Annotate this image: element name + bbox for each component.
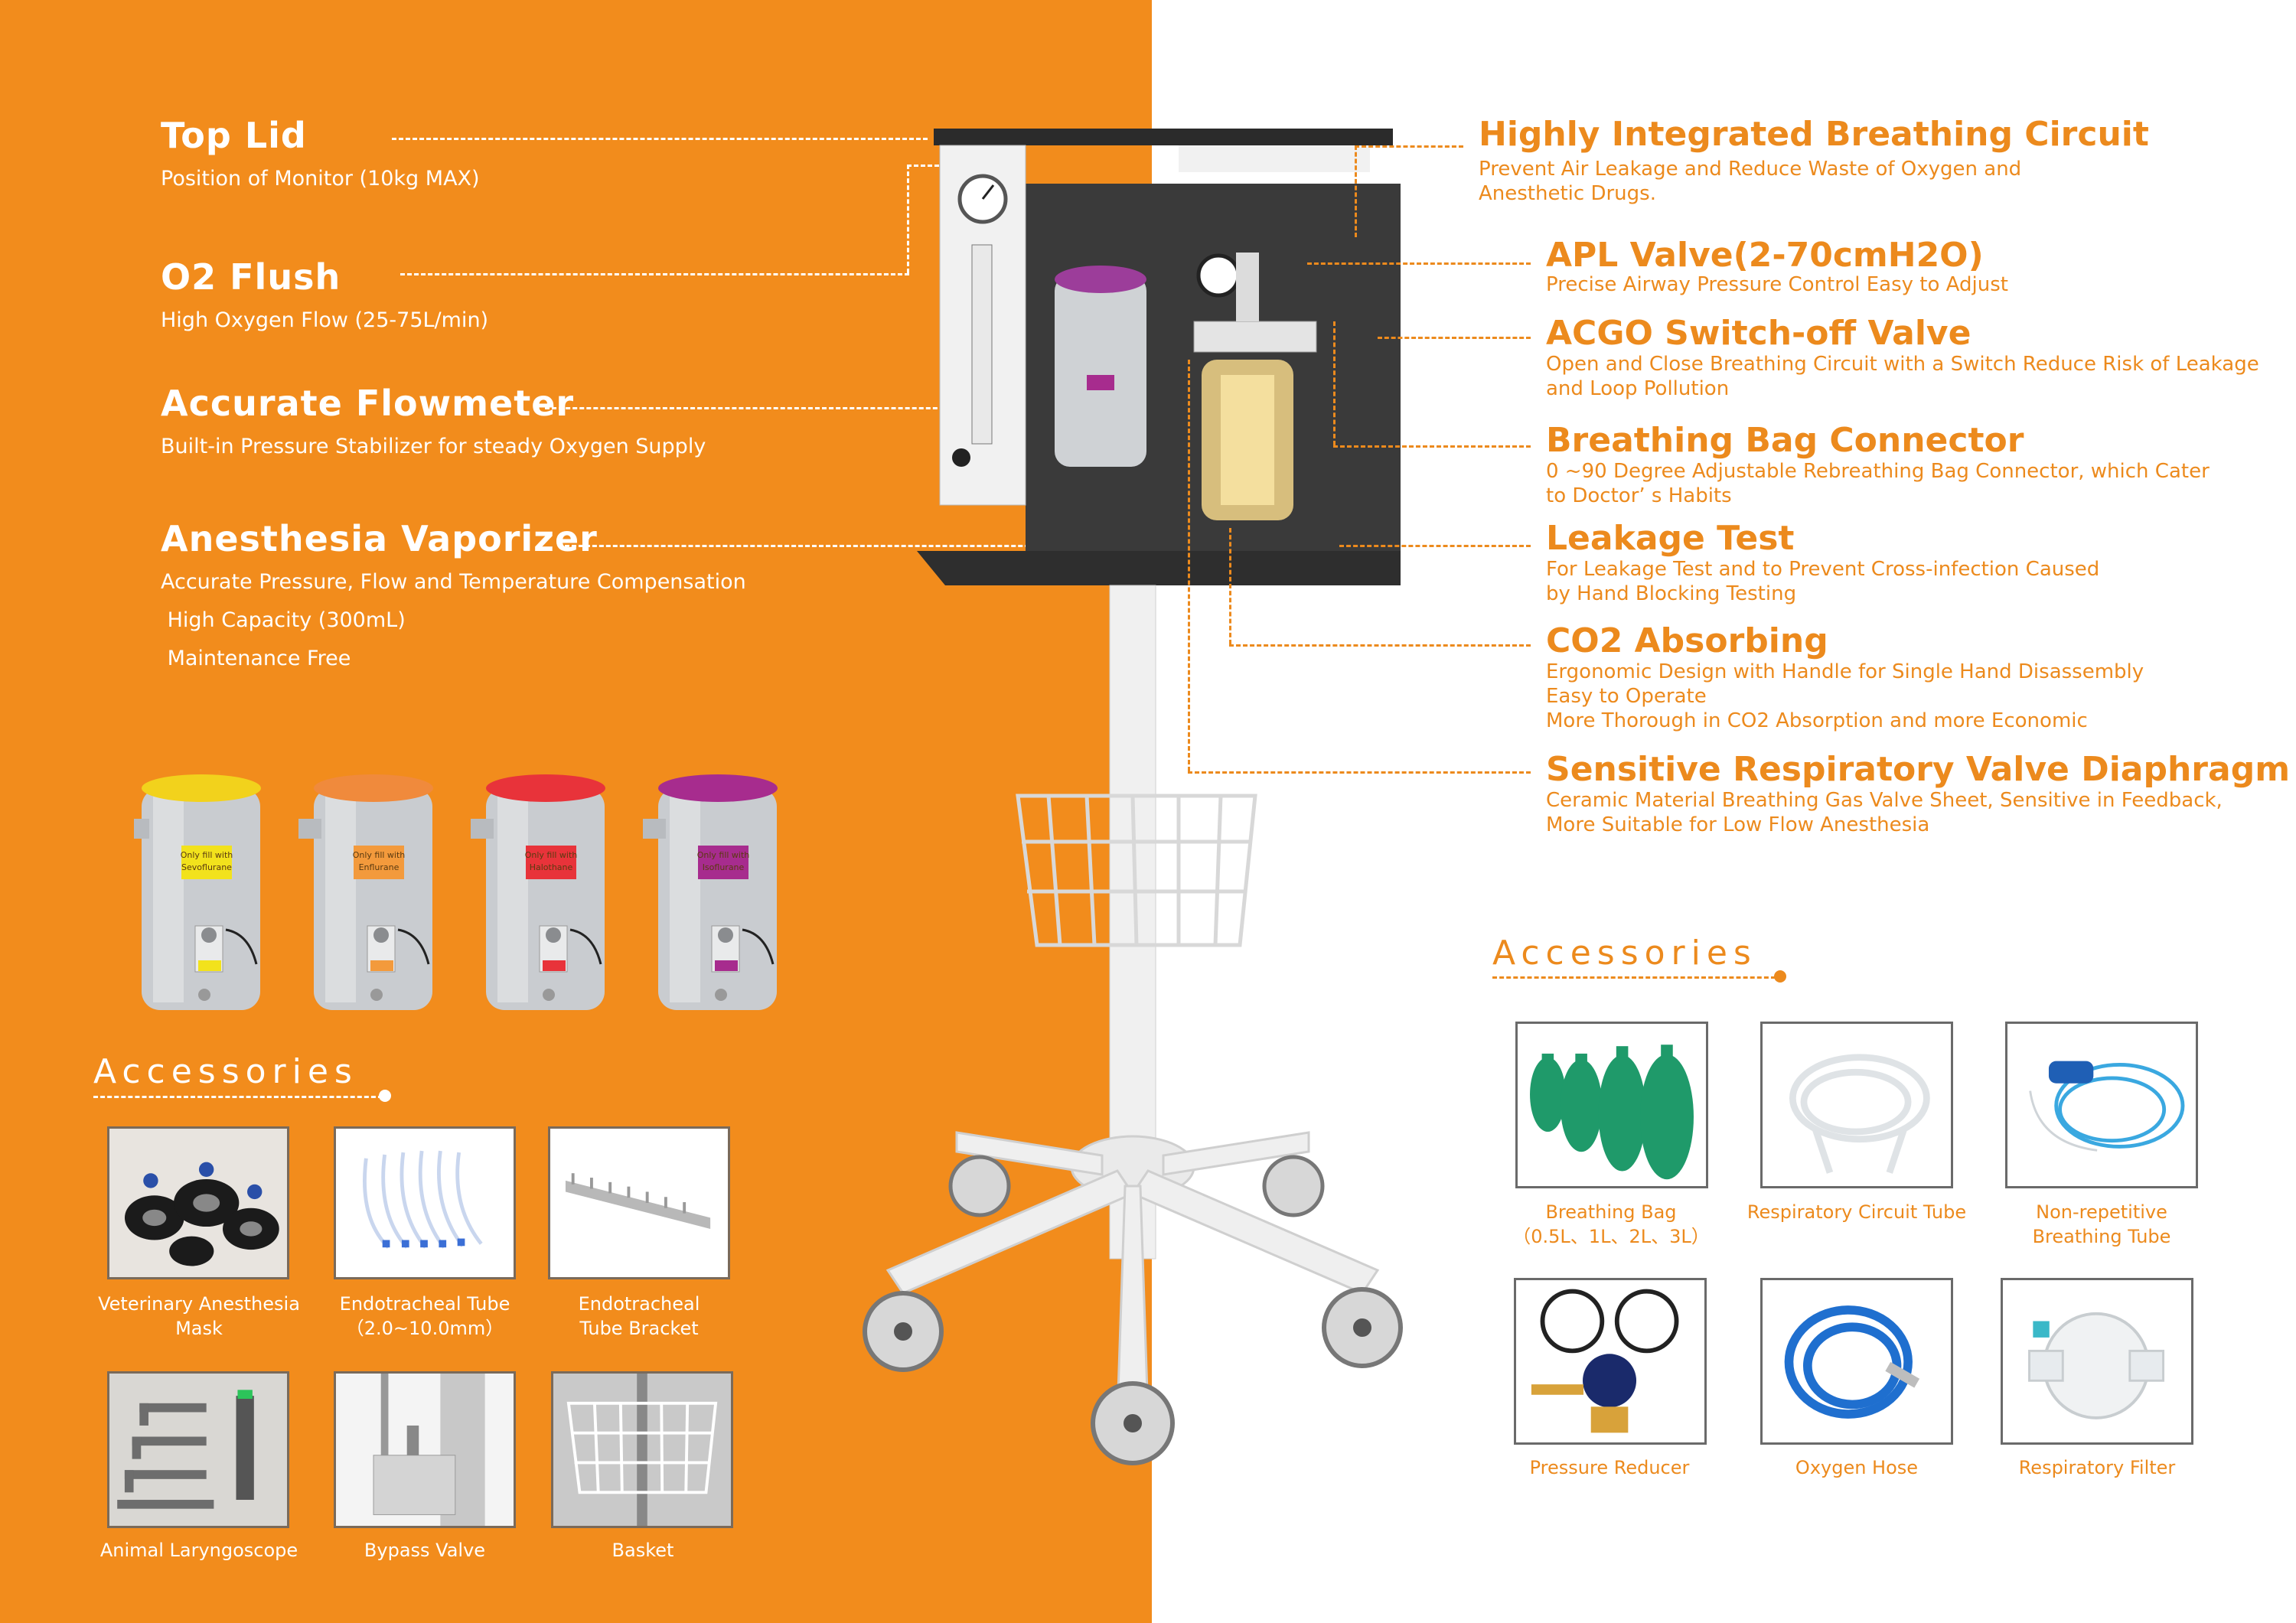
feature-desc-apl-valve: Precise Airway Pressure Control Easy to …	[1546, 273, 2008, 296]
feature-desc-top-lid: Position of Monitor (10kg MAX)	[161, 167, 480, 191]
accessory-image-mask	[107, 1126, 289, 1279]
leader-line-co2-absorbing	[1229, 644, 1531, 647]
anesthesia-machine-image	[842, 122, 1439, 1469]
feature-title-leakage-test: Leakage Test	[1546, 519, 1795, 558]
feature-desc-acgo-valve: Open and Close Breathing Circuit with a …	[1546, 353, 2259, 400]
leader-line-breathing-circuit	[1355, 145, 1463, 148]
feature-title-flowmeter: Accurate Flowmeter	[161, 383, 575, 424]
accessory-image-bypass-valve	[334, 1371, 516, 1528]
feature-title-vaporizer: Anesthesia Vaporizer	[161, 518, 598, 559]
accessory-caption-oxygen-hose: Oxygen Hose	[1795, 1457, 1919, 1478]
svg-text:Isoflurane: Isoflurane	[703, 862, 745, 872]
accessory-caption-breathing-bag: Breathing Bag（0.5L、1L、2L、3L）	[1512, 1201, 1710, 1247]
leader-line-o2-flush-top	[907, 165, 953, 167]
accessory-image-endotracheal-tube	[334, 1126, 516, 1279]
feature-title-acgo-valve: ACGO Switch-off Valve	[1546, 314, 1971, 353]
accessory-caption-laryngoscope: Animal Laryngoscope	[99, 1540, 298, 1561]
accessories-underline-right	[1492, 976, 1776, 979]
leader-line-o2-flush-vertical	[907, 165, 909, 273]
svg-text:Only fill with: Only fill with	[353, 850, 406, 860]
accessory-caption-circuit-tube: Respiratory Circuit Tube	[1746, 1201, 1967, 1223]
feature-desc-vaporizer-2: High Capacity (300mL)	[161, 608, 406, 632]
leader-line-vaporizer	[565, 545, 1078, 547]
accessory-caption-pressure-reducer: Pressure Reducer	[1529, 1457, 1690, 1478]
svg-text:Sevoflurane: Sevoflurane	[181, 862, 232, 872]
accessories-dot-left	[379, 1090, 391, 1102]
leader-line-co2-absorbing-vertical	[1229, 528, 1231, 644]
feature-desc-o2-flush: High Oxygen Flow (25-75L/min)	[161, 308, 489, 332]
leader-line-top-lid	[392, 138, 928, 140]
accessories-dot-right	[1774, 970, 1786, 983]
feature-desc-co2-absorbing: Ergonomic Design with Handle for Single …	[1546, 660, 2144, 732]
accessories-title-left: Accessories	[93, 1052, 358, 1091]
accessory-image-breathing-bag	[1515, 1022, 1708, 1188]
accessory-caption-respiratory-filter: Respiratory Filter	[2018, 1457, 2176, 1478]
feature-desc-leakage-test: For Leakage Test and to Prevent Cross-in…	[1546, 558, 2100, 605]
leader-line-breathing-circuit-vertical	[1355, 145, 1357, 237]
accessories-title-right: Accessories	[1492, 934, 1757, 973]
leader-line-valve-diaphragm	[1188, 771, 1531, 774]
svg-text:Enflurane: Enflurane	[359, 862, 400, 872]
feature-title-co2-absorbing: CO2 Absorbing	[1546, 621, 1828, 660]
leader-line-bag-connector	[1333, 445, 1531, 448]
feature-desc-vaporizer-3: Maintenance Free	[161, 647, 351, 670]
accessory-image-oxygen-hose	[1760, 1278, 1953, 1445]
feature-title-top-lid: Top Lid	[161, 115, 307, 156]
leader-line-bag-connector-vertical	[1333, 321, 1336, 445]
leader-line-valve-diaphragm-vertical	[1188, 360, 1190, 771]
svg-text:Only fill with: Only fill with	[181, 850, 233, 860]
feature-title-o2-flush: O2 Flush	[161, 256, 341, 298]
leader-line-acgo-valve	[1378, 337, 1531, 339]
feature-desc-flowmeter: Built-in Pressure Stabilizer for steady …	[161, 435, 706, 458]
leader-line-leakage-test	[1339, 545, 1531, 547]
accessory-image-breathing-tube	[2005, 1022, 2198, 1188]
feature-title-bag-connector: Breathing Bag Connector	[1546, 421, 2024, 460]
accessory-caption-bypass-valve: Bypass Valve	[364, 1540, 486, 1561]
accessory-image-basket	[551, 1371, 733, 1528]
feature-desc-vaporizer-1: Accurate Pressure, Flow and Temperature …	[161, 570, 746, 594]
svg-text:Only fill with: Only fill with	[525, 850, 578, 860]
feature-desc-valve-diaphragm: Ceramic Material Breathing Gas Valve She…	[1546, 789, 2223, 836]
feature-title-breathing-circuit: Highly Integrated Breathing Circuit	[1479, 115, 2149, 154]
leader-line-o2-flush	[400, 273, 909, 275]
feature-title-valve-diaphragm: Sensitive Respiratory Valve Diaphragm	[1546, 750, 2291, 789]
feature-desc-bag-connector: 0 ~90 Degree Adjustable Rebreathing Bag …	[1546, 460, 2210, 507]
accessory-image-laryngoscope	[107, 1371, 289, 1528]
accessory-image-pressure-reducer	[1514, 1278, 1707, 1445]
accessory-caption-basket: Basket	[612, 1540, 674, 1561]
feature-desc-breathing-circuit: Prevent Air Leakage and Reduce Waste of …	[1479, 158, 2022, 205]
accessory-caption-endotracheal-tube: Endotracheal Tube（2.0~10.0mm）	[339, 1293, 510, 1339]
leader-line-flowmeter	[545, 407, 958, 409]
accessory-image-circuit-tube	[1760, 1022, 1953, 1188]
feature-title-apl-valve: APL Valve(2-70cmH2O)	[1546, 236, 1984, 275]
svg-text:Only fill with: Only fill with	[697, 850, 750, 860]
svg-text:Halothane: Halothane	[530, 862, 573, 872]
accessories-underline-left	[93, 1096, 383, 1098]
accessory-image-respiratory-filter	[2001, 1278, 2193, 1445]
leader-line-apl-valve	[1307, 262, 1531, 265]
accessory-image-tube-bracket	[548, 1126, 730, 1279]
